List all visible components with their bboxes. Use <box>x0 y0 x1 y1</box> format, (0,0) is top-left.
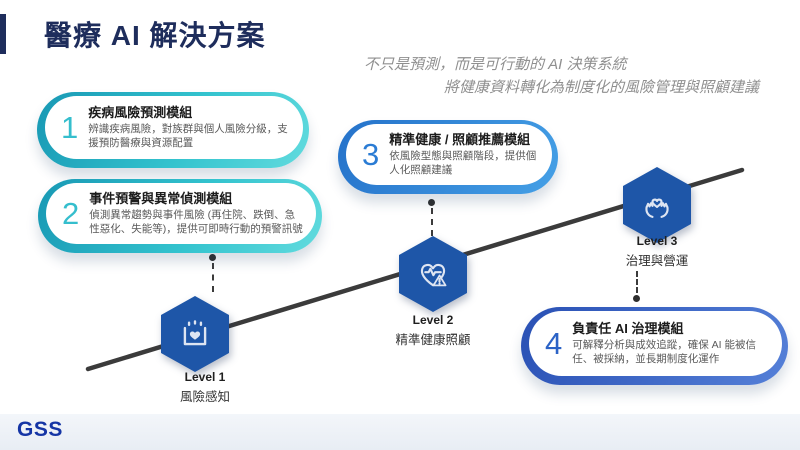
gss-logo: GSS <box>17 418 63 441</box>
card-title: 事件預警與異常偵測模組 <box>89 190 233 206</box>
subtitle-line-2: 將健康資料轉化為制度化的風險管理與照顧建議 <box>444 79 760 96</box>
module-card-1: 1 疾病風險預測模組 辨識疾病風險，對族群與個人風險分級，支援預防醫療與資源配置 <box>37 92 309 168</box>
level-2-label-block: Level 2 精準健康照顧 <box>368 313 498 348</box>
card-description: 辨識疾病風險，對族群與個人風險分級，支援預防醫療與資源配置 <box>88 122 288 149</box>
card-number: 1 <box>61 110 79 145</box>
connector-dashed-line <box>431 208 433 236</box>
connector-dashed-line <box>212 263 214 292</box>
connector-dot <box>209 254 216 261</box>
care-box-heart-icon <box>176 315 214 353</box>
level-label: Level 3 <box>636 234 678 248</box>
level-label: Level 1 <box>184 370 226 384</box>
hands-holding-heart-icon <box>638 186 676 224</box>
card-title: 疾病風險預測模組 <box>88 104 193 120</box>
level-3-label-block: Level 3 治理與營運 <box>592 234 722 269</box>
card-title: 負責任 AI 治理模組 <box>572 320 684 336</box>
connector-dot <box>428 199 435 206</box>
level-name: 精準健康照顧 <box>395 333 471 347</box>
connector-dashed-line <box>636 271 638 293</box>
subtitle-line-1: 不只是預測，而是可行動的 AI 決策系統 <box>364 56 627 73</box>
card-description: 可解釋分析與成效追蹤，確保 AI 能被信任、被採納，並長期制度化運作 <box>572 338 757 365</box>
card-number: 4 <box>545 326 563 361</box>
card-description: 依風險型態與照顧階段，提供個人化照顧建議 <box>389 149 537 176</box>
card-title: 精準健康 / 照顧推薦模組 <box>389 131 531 147</box>
card-number: 3 <box>362 137 380 172</box>
level-name: 風險感知 <box>179 390 230 404</box>
level-label: Level 2 <box>412 313 454 327</box>
card-number: 2 <box>62 196 80 231</box>
module-card-2: 2 事件預警與異常偵測模組 偵測異常趨勢與事件風險 (再住院、跌倒、急性惡化、失… <box>38 179 322 253</box>
connector-dot <box>633 295 640 302</box>
heart-pulse-alert-icon <box>414 255 452 293</box>
level-1-label-block: Level 1 風險感知 <box>140 370 270 405</box>
card-description: 偵測異常趨勢與事件風險 (再住院、跌倒、急性惡化、失能等)，提供可即時行動的預警… <box>89 208 303 235</box>
footer-band <box>0 414 800 450</box>
module-card-3: 3 精準健康 / 照顧推薦模組 依風險型態與照顧階段，提供個人化照顧建議 <box>338 120 558 194</box>
module-card-4: 4 負責任 AI 治理模組 可解釋分析與成效追蹤，確保 AI 能被信任、被採納，… <box>521 307 788 385</box>
level-name: 治理與營運 <box>625 254 689 268</box>
page-title: 醫療 AI 解決方案 <box>44 20 266 51</box>
title-accent-bar <box>0 14 6 54</box>
